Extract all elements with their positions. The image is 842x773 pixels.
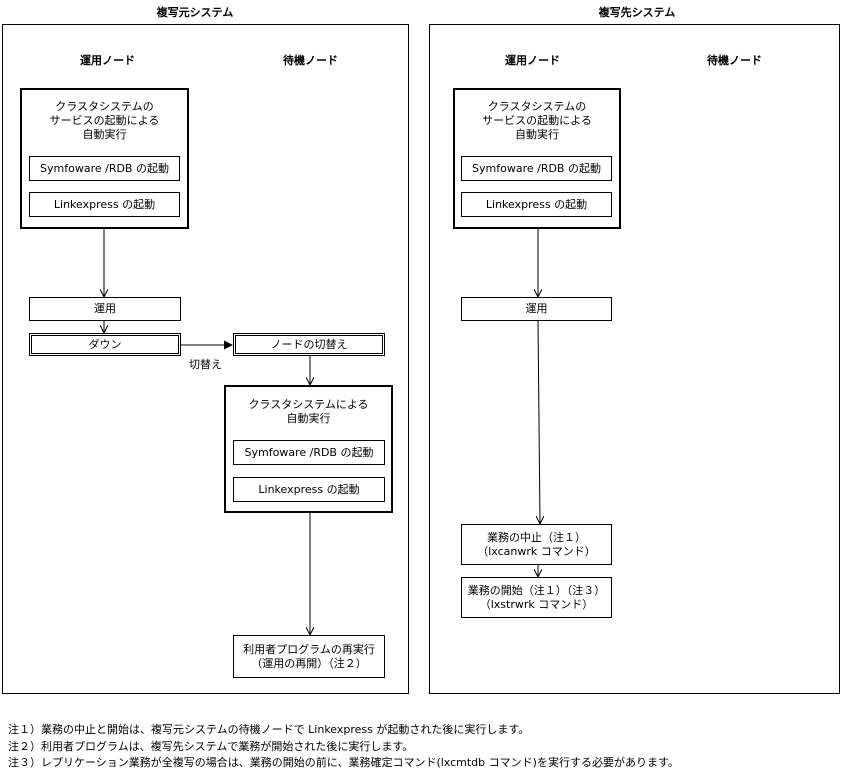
source-down-box: ダウン [29, 333, 181, 356]
standby-startup-group-label: クラスタシステムによる 自動実行 [248, 398, 369, 425]
target-linkexpress-start-box: Linkexpress の起動 [461, 192, 612, 217]
target-standby-node-header: 待機ノード [707, 54, 762, 67]
target-operation-box: 運用 [461, 297, 612, 321]
source-system-title: 複写元システム [156, 6, 234, 19]
node-switch-box: ノードの切替え [233, 333, 385, 356]
note-1: 注１）業務の中止と開始は、複写元システムの待機ノードで Linkexpress … [8, 723, 530, 736]
source-standby-node-header: 待機ノード [283, 54, 338, 67]
stop-business-box: 業務の中止（注１） （lxcanwrk コマンド） [461, 524, 612, 565]
source-system-frame [2, 24, 409, 694]
source-active-node-header: 運用ノード [80, 54, 135, 67]
note-3: 注３）レプリケーション業務が全複写の場合は、業務の開始の前に、業務確定コマンド(… [8, 756, 679, 769]
note-2: 注２）利用者プログラムは、複写先システムで業務が開始された後に実行します。 [8, 740, 414, 753]
source-symfoware-start-box: Symfoware /RDB の起動 [29, 156, 180, 181]
source-linkexpress-start-box: Linkexpress の起動 [29, 192, 180, 217]
standby-linkexpress-start-box: Linkexpress の起動 [233, 477, 385, 502]
start-business-box: 業務の開始（注１）（注３） （lxstrwrk コマンド） [461, 577, 612, 618]
source-startup-group-label: クラスタシステムの サービスの起動による 自動実行 [49, 100, 160, 141]
target-system-frame [429, 24, 840, 694]
target-symfoware-start-box: Symfoware /RDB の起動 [461, 156, 612, 181]
target-system-title: 複写先システム [598, 6, 676, 19]
arrow-target-operation-to-stop [538, 319, 540, 523]
target-active-node-header: 運用ノード [505, 54, 560, 67]
rerun-user-program-box: 利用者プログラムの再実行 （運用の再開）（注２） [233, 635, 385, 678]
standby-symfoware-start-box: Symfoware /RDB の起動 [233, 440, 385, 465]
switch-label: 切替え [189, 358, 222, 371]
target-startup-group-label: クラスタシステムの サービスの起動による 自動実行 [482, 100, 592, 141]
source-operation-box: 運用 [29, 297, 181, 321]
